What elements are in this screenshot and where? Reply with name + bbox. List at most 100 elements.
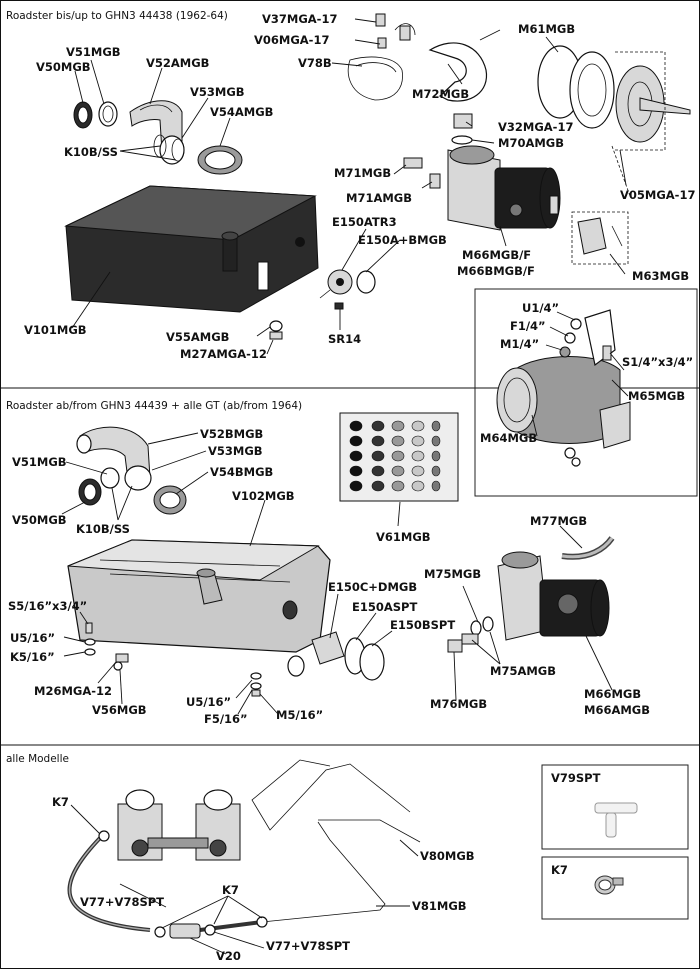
label-m71mgb: M71MGB: [334, 166, 391, 180]
label-v52bmgb: V52BMGB: [200, 427, 263, 441]
label-sr14: SR14: [328, 332, 361, 346]
label-m72mgb: M72MGB: [412, 87, 469, 101]
label-v53mgb-mid: V53MGB: [208, 444, 263, 458]
label-v102mgb: V102MGB: [232, 489, 295, 503]
fuel-pump-early: [447, 145, 561, 231]
label-m61mgb: M61MGB: [518, 22, 575, 36]
sender-unit-mid: [287, 631, 385, 681]
label-v37mga-17: V37MGA-17: [262, 12, 337, 26]
kit-washer: [411, 480, 425, 492]
label-u5-16-center: U5/16”: [186, 695, 231, 709]
tank-fixings-center: [250, 672, 262, 697]
v20-inline-filter: [169, 923, 201, 939]
v37-v06-banjo-fittings: [375, 13, 416, 49]
label-v101mgb: V101MGB: [24, 323, 87, 337]
kit-washer: [431, 420, 441, 432]
m72-clamp-bracket: [428, 29, 501, 102]
fuel-line-v77-left: [67, 836, 151, 932]
filler-seal-v51-mid: [100, 467, 120, 489]
kit-washer: [411, 435, 425, 447]
m63-pump-points-bracket: [571, 211, 629, 265]
label-m26mga-12: M26MGA-12: [34, 684, 112, 698]
label-m27amga-12: M27AMGA-12: [180, 347, 267, 361]
label-v51mgb-mid: V51MGB: [12, 455, 67, 469]
seal-ring-v54a: [197, 145, 243, 175]
tank-fixings-left: [84, 622, 129, 671]
leader-lines: [61, 18, 629, 955]
label-m66mgb-f: M66MGB/F: [462, 248, 531, 262]
label-k7-mid: K7: [222, 883, 239, 897]
label-k5-16: K5/16”: [10, 650, 55, 664]
label-v53mgb-top: V53MGB: [190, 85, 245, 99]
filler-seal-v50-mid: [78, 478, 102, 506]
label-v56mgb: V56MGB: [92, 703, 147, 717]
v61-mounting-kit-photo: [339, 412, 459, 502]
label-v06mga-17: V06MGA-17: [254, 33, 329, 47]
label-f5-16: F5/16”: [204, 712, 248, 726]
label-m64mgb: M64MGB: [480, 431, 537, 445]
kit-washer: [431, 450, 441, 462]
label-v78b: V78B: [298, 56, 332, 70]
label-v50mgb-top: V50MGB: [36, 60, 91, 74]
label-m75amgb: M75AMGB: [490, 664, 556, 678]
label-v51mgb-top: V51MGB: [66, 45, 121, 59]
pump-mounting-bracket-m65: [496, 309, 631, 449]
kit-washer: [371, 480, 385, 492]
section-title-middle: Roadster ab/from GHN3 44439 + alle GT (a…: [6, 400, 302, 412]
kit-washer: [411, 465, 425, 477]
label-m65mgb: M65MGB: [628, 389, 685, 403]
kit-washer: [371, 420, 385, 432]
label-v77-v78spt-left: V77+V78SPT: [80, 895, 164, 909]
kit-washer: [349, 465, 363, 477]
twin-carburettors: [117, 789, 241, 861]
filler-hose-elbow-mid: [76, 426, 152, 491]
label-m76mgb: M76MGB: [430, 697, 487, 711]
kit-washer: [371, 465, 385, 477]
label-m71amgb: M71AMGB: [346, 191, 412, 205]
m61-diaphragm-set: [537, 45, 691, 197]
filler-seal-v50-top: [73, 101, 93, 129]
label-s5-16x3-4: S5/16”x3/4”: [8, 599, 87, 613]
kit-washer: [391, 420, 405, 432]
label-u1-4: U1/4”: [522, 301, 559, 315]
label-e150bspt: E150BSPT: [390, 618, 455, 632]
k7-clip-photo: [594, 875, 624, 895]
label-m77mgb: M77MGB: [530, 514, 587, 528]
label-v05mga-17: V05MGA-17: [620, 188, 695, 202]
kit-washer: [431, 480, 441, 492]
kit-washer: [349, 435, 363, 447]
m71-inlet-fitting: [403, 157, 441, 189]
drain-plug-top: [269, 320, 283, 340]
label-m70amgb: M70AMGB: [498, 136, 564, 150]
kit-washer: [391, 465, 405, 477]
label-v80mgb: V80MGB: [420, 849, 475, 863]
label-e150aspt: E150ASPT: [352, 600, 417, 614]
v79-inset-box: [541, 764, 689, 850]
label-f1-4: F1/4”: [510, 319, 546, 333]
fuel-pump-late: [497, 551, 610, 641]
v79-t-piece: [594, 802, 638, 838]
label-v77-v78spt-right: V77+V78SPT: [266, 939, 350, 953]
label-v20: V20: [216, 949, 241, 963]
label-v81mgb: V81MGB: [412, 899, 467, 913]
kit-washer: [349, 480, 363, 492]
label-k10b-ss-top: K10B/SS: [64, 145, 118, 159]
kit-washer: [349, 450, 363, 462]
kit-washer: [391, 450, 405, 462]
fuel-tank-early: [64, 185, 319, 313]
label-v32mga-17: V32MGA-17: [498, 120, 573, 134]
label-k7-left: K7: [52, 795, 69, 809]
label-e150a-bmgb: E150A+BMGB: [358, 233, 447, 247]
label-k7-box: K7: [551, 863, 568, 877]
m75-m76-pump-fittings: [447, 616, 494, 653]
label-m5-16: M5/16”: [276, 708, 323, 722]
label-v54amgb: V54AMGB: [210, 105, 273, 119]
fuel-sender-unit-top: [319, 269, 376, 299]
label-m66amgb: M66AMGB: [584, 703, 650, 717]
label-u5-16-left: U5/16”: [10, 631, 55, 645]
label-m75mgb: M75MGB: [424, 567, 481, 581]
kit-washer: [411, 450, 425, 462]
filler-hose-elbow-top: [129, 100, 185, 165]
label-v52amgb: V52AMGB: [146, 56, 209, 70]
